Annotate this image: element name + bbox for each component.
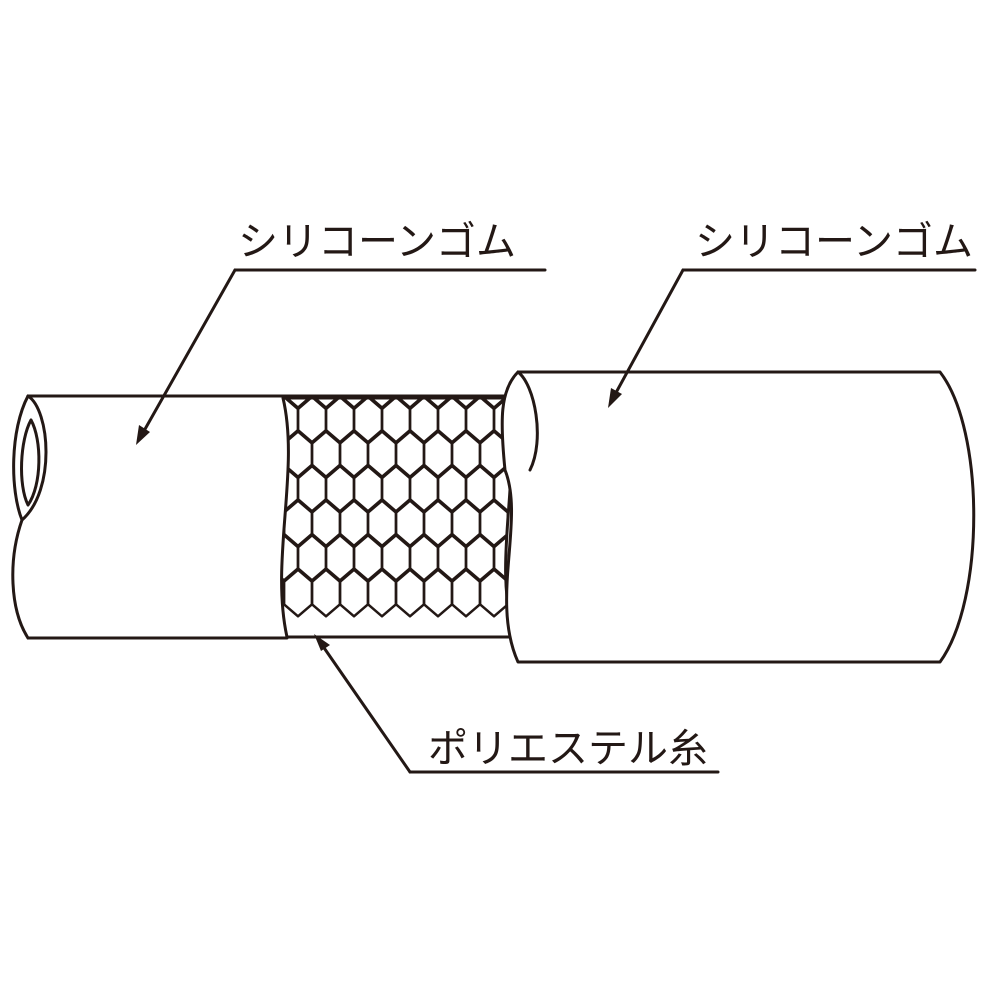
outer-cover-body (500, 370, 976, 664)
arrowhead-reinforcement (314, 634, 330, 651)
leader-line-reinforcement (318, 640, 412, 774)
leader-outer-layer: シリコーンゴム (608, 219, 977, 408)
braid-cell (281, 567, 286, 618)
braid-cell (281, 428, 286, 480)
leader-line-inner (138, 268, 237, 440)
braid-cell (506, 497, 515, 549)
inner-tube (11, 394, 507, 640)
outer-cover-left-end-inner (516, 370, 539, 472)
braid-cell (281, 497, 286, 549)
label-reinforcement: ポリエステル糸 (428, 726, 708, 772)
leader-inner-layer: シリコーンゴム (136, 219, 547, 445)
arrowhead-outer (608, 388, 622, 408)
braid-cell (281, 398, 286, 411)
label-inner-layer: シリコーンゴム (238, 219, 516, 265)
inner-tube-bore-inner (20, 418, 41, 507)
outer-cover (500, 370, 976, 664)
label-outer-layer: シリコーンゴム (695, 219, 973, 265)
arrowhead-inner (136, 425, 150, 445)
leader-line-outer (610, 268, 685, 402)
inner-tube-bore-outer (20, 394, 48, 522)
leader-reinforcement: ポリエステル糸 (314, 634, 720, 774)
